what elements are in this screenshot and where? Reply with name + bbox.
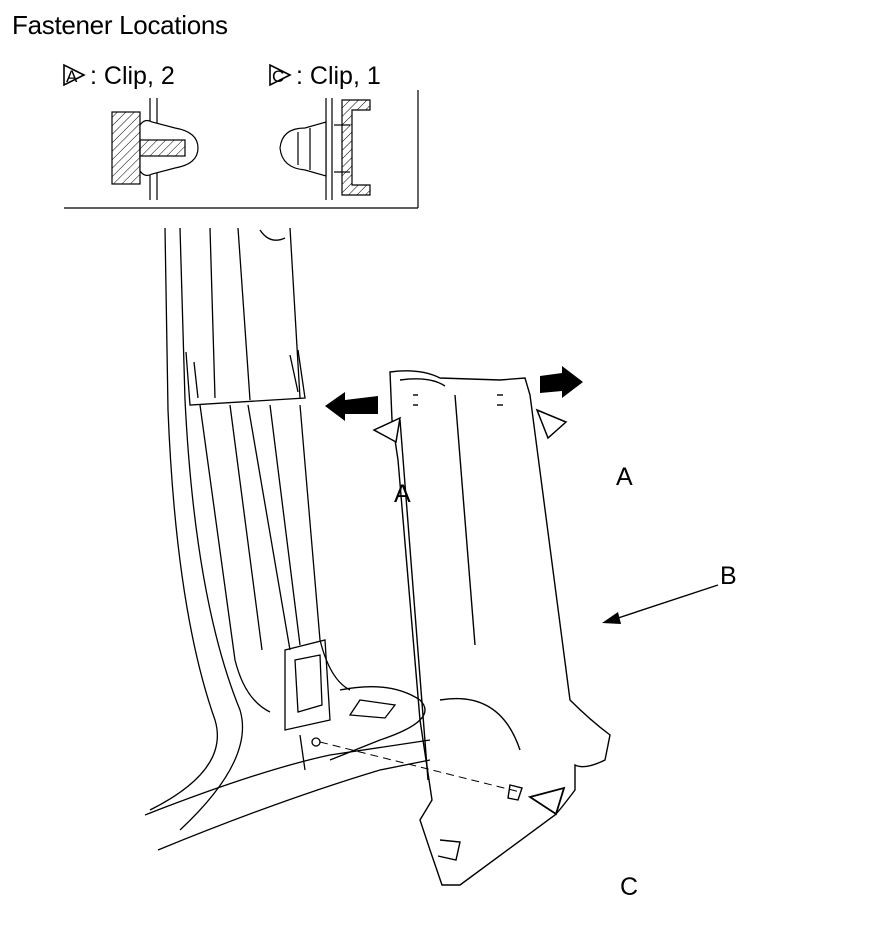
clip-c-marker xyxy=(527,786,566,816)
callout-c: C xyxy=(620,873,639,901)
diagram-title: Fastener Locations xyxy=(12,10,228,40)
clip-a-detail xyxy=(111,98,199,200)
body-pillar xyxy=(144,227,431,851)
clip-c-triangle-icon: C xyxy=(269,63,292,87)
callout-a-mid: A xyxy=(394,480,411,508)
pillar-trim-panel xyxy=(389,370,611,886)
svg-text:C: C xyxy=(272,67,284,86)
svg-text:A: A xyxy=(66,67,78,86)
legend-clip-a: A : Clip, 2 xyxy=(62,62,175,91)
clip-c-leader-line xyxy=(319,741,521,793)
callout-a-right: A xyxy=(616,463,633,491)
legend-clip-c-text: : Clip, 1 xyxy=(296,62,381,90)
view-b-arrow xyxy=(602,584,719,624)
clip-a-marker-right xyxy=(535,408,568,440)
clip-a-marker-left xyxy=(372,416,401,444)
legend-clip-a-text: : Clip, 2 xyxy=(90,62,175,90)
callout-b: B xyxy=(720,562,737,590)
pull-direction-arrow-left xyxy=(325,392,378,421)
clip-a-triangle-icon: A xyxy=(63,63,86,87)
inset-frame xyxy=(64,90,419,209)
pull-direction-arrow-right xyxy=(540,366,583,398)
clip-c-detail xyxy=(279,98,371,200)
legend-clip-c: C : Clip, 1 xyxy=(268,62,381,91)
